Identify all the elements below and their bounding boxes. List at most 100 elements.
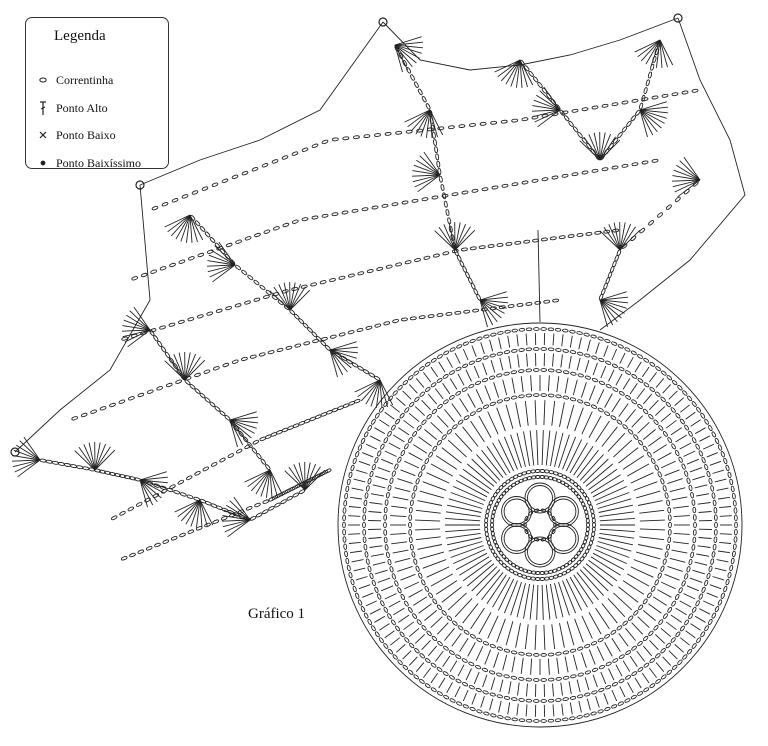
chain-stitch [254,232,261,238]
double-crochet-stitch [410,109,431,132]
chain-stitch [385,551,390,559]
chain-stitch [437,640,443,647]
chain-stitch [630,235,637,241]
chain-stitch [584,534,589,541]
chain-stitch [387,558,392,566]
double-crochet-stitch [543,624,546,650]
chain-stitch [605,661,612,667]
chain-stitch [666,499,671,507]
double-crochet-stitch [562,436,577,470]
chain-stitch [399,412,405,419]
double-crochet-stitch [657,452,672,461]
chain-stitch [437,126,445,131]
double-crochet-stitch [706,592,718,598]
double-crochet-stitch [489,339,494,352]
chain-stitch [470,282,476,290]
double-crochet-stitch [173,354,186,381]
chain-stitch [488,375,496,380]
double-crochet-stitch [394,44,422,54]
double-crochet-stitch [588,611,602,635]
double-crochet-stitch [455,480,488,498]
chain-stitch [649,361,656,367]
double-crochet-stitch [596,545,630,558]
chain-stitch [687,648,693,655]
chain-stitch [590,711,597,716]
double-crochet-stitch [479,291,507,301]
double-crochet-stitch [654,406,666,416]
double-crochet-stitch [671,179,701,182]
chain-stitch [413,674,419,680]
chain-stitch [642,408,649,415]
chain-stitch [630,694,637,700]
chain-stitch [611,363,618,368]
stitch-fan [411,151,441,193]
chain-stitch [144,497,151,503]
chain-stitch [496,546,502,553]
double-crochet-stitch [692,475,706,481]
chain-stitch [383,437,389,444]
double-crochet-stitch [599,511,635,518]
double-crochet-stitch [358,584,371,590]
double-crochet-stitch [298,462,306,491]
chain-stitch [561,173,569,178]
chain-stitch [410,74,415,81]
chain-stitch [482,641,490,646]
double-crochet-stitch [551,400,556,426]
double-crochet-stitch [633,481,658,491]
double-crochet-stitch [636,551,661,560]
double-crochet-stitch [462,348,469,361]
chain-stitch [371,625,376,632]
chain-stitch [389,566,394,573]
legend-title: Legenda [54,28,106,44]
double-crochet-stitch [561,703,564,716]
chain-arc [400,298,560,322]
double-crochet-stitch [471,458,498,484]
chain-stitch [533,347,540,351]
chain-stitch [268,496,275,502]
chain-stitch [577,399,584,404]
chain-stitch [621,100,629,105]
chain-stitch [678,456,683,463]
double-crochet-stitch [454,223,467,251]
double-crochet-stitch [466,463,495,487]
chain-stitch [662,485,667,492]
double-crochet-stitch [447,504,482,513]
chain-stitch [70,464,78,469]
chain-stitch [576,550,582,556]
chain-stitch [555,566,562,572]
double-crochet-stitch [12,455,41,461]
chain-stitch [586,143,592,150]
chain-stitch [169,262,176,268]
double-crochet-stitch [498,700,502,713]
double-crochet-stitch [304,469,326,491]
double-crochet-stitch [448,498,483,509]
chain-arc [94,468,141,482]
chain-stitch [486,504,492,510]
chain-stitch [555,677,562,681]
double-crochet-stitch [492,442,511,474]
chain-stitch [490,530,495,537]
chain-stitch [407,669,414,675]
chain-stitch [186,475,193,481]
chain-stitch [469,123,476,127]
double-crochet-stitch [648,667,657,678]
double-crochet-stitch [607,598,626,618]
chain-arc [229,419,271,471]
double-crochet-stitch [510,581,522,616]
chain-stitch [456,344,463,349]
flower-petal [501,523,533,554]
double-crochet-stitch [212,264,236,283]
double-crochet-stitch [639,536,665,541]
chain-stitch [476,709,483,714]
double-crochet-stitch [670,427,682,436]
chain-stitch [591,526,596,533]
chain-stitch [677,659,683,665]
chain-stitch [369,470,374,478]
chain-stitch [362,514,367,521]
chain-stitch [512,570,519,576]
chain-stitch [530,576,537,581]
chain-stitch [285,345,293,350]
double-crochet-stitch [348,515,361,517]
double-crochet-stitch [462,689,469,702]
double-crochet-stitch [516,334,519,347]
